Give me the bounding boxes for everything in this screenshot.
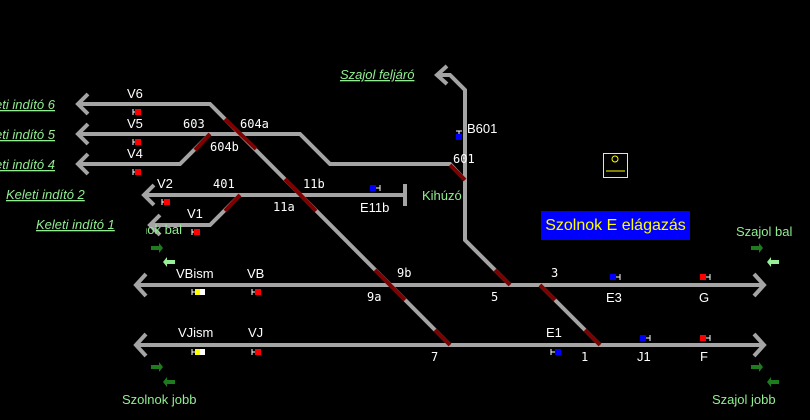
arrow-left-icon[interactable] — [163, 377, 175, 387]
signals — [132, 109, 711, 355]
switch-604a[interactable] — [223, 117, 258, 151]
signal-V6[interactable] — [132, 109, 141, 115]
switch-label: 601 — [453, 152, 475, 166]
switch-1[interactable] — [583, 328, 602, 347]
signal-label: V4 — [127, 146, 143, 161]
arrow-right-icon[interactable] — [151, 362, 163, 372]
link-szajol-feljaro[interactable]: Szajol feljáró — [340, 67, 414, 82]
direction-szajol-jobb: Szajol jobb — [712, 392, 776, 407]
switch-label: 3 — [551, 266, 558, 280]
signal-G[interactable] — [700, 274, 711, 280]
switch-401[interactable] — [223, 193, 242, 213]
switch-label: 7 — [431, 350, 438, 364]
arrow-left-icon — [75, 152, 90, 176]
link-keleti-indito-5[interactable]: Keleti indító 5 — [0, 127, 56, 142]
arrow-right-icon — [752, 272, 767, 298]
switch-label: 5 — [491, 290, 498, 304]
signal-label: G — [699, 290, 709, 305]
station-title: Szolnok E elágazás — [541, 211, 690, 240]
signal-label: V1 — [187, 206, 203, 221]
signal-V4[interactable] — [132, 169, 141, 175]
track-szajol-feljaro[interactable] — [440, 73, 512, 287]
signal-label: VBism — [176, 266, 214, 281]
switch-9[interactable] — [373, 268, 407, 302]
signal-VJ[interactable] — [251, 349, 261, 355]
arrow-right-icon — [752, 332, 767, 358]
link-keleti-indito-6[interactable]: Keleti indító 6 — [0, 97, 56, 112]
signal-V5[interactable] — [132, 139, 141, 145]
switch-label: 604a — [240, 117, 269, 131]
arrow-left-icon — [141, 183, 156, 207]
arrow-right-icon[interactable] — [751, 362, 763, 372]
signal-label: VB — [247, 266, 264, 281]
track-4[interactable] — [78, 132, 212, 166]
route-links: Keleti indító 6 Keleti indító 5 Keleti i… — [0, 67, 792, 407]
link-keleti-indito-1[interactable]: Keleti indító 1 — [36, 217, 115, 232]
arrow-left-icon — [434, 64, 449, 86]
arrow-left-icon — [147, 213, 162, 237]
signal-F[interactable] — [700, 335, 711, 341]
arrow-left-icon — [133, 272, 148, 298]
signal-label: V5 — [127, 116, 143, 131]
signal-V2[interactable] — [161, 199, 170, 205]
arrow-left-icon[interactable] — [767, 377, 779, 387]
switch-label: 603 — [183, 117, 205, 131]
link-keleti-indito-2[interactable]: Keleti indító 2 — [6, 187, 86, 202]
switch-label: 11a — [273, 200, 295, 214]
signal-label: F — [700, 349, 708, 364]
direction-kihuzo: Kihúzó — [422, 188, 462, 203]
signal-V1[interactable] — [191, 229, 200, 235]
signal-label: VJ — [248, 325, 263, 340]
arrow-left-icon — [75, 122, 90, 146]
signal-VB[interactable] — [251, 289, 261, 295]
switch-label: 401 — [213, 177, 235, 191]
switch-label: 9b — [397, 266, 411, 280]
switch-label: 1 — [581, 350, 588, 364]
switch-601[interactable] — [448, 163, 467, 182]
switch-5[interactable] — [493, 268, 512, 287]
switch-label: 604b — [210, 140, 239, 154]
direction-szolnok-bal: Szolnok bal — [146, 222, 182, 237]
signal-label: E11b — [360, 200, 389, 215]
direction-szolnok-bal-clip: Szolnok bal — [146, 222, 182, 238]
signal-label: J1 — [637, 349, 651, 364]
signal-label: V2 — [157, 176, 173, 191]
signal-label: VJism — [178, 325, 213, 340]
signal-VJism[interactable] — [191, 349, 205, 355]
switches — [193, 117, 602, 347]
signal-E3[interactable] — [610, 274, 621, 280]
direction-arrows — [151, 243, 779, 387]
arrow-right-icon[interactable] — [751, 243, 763, 253]
signal-B601[interactable] — [456, 130, 462, 140]
switch-label: 11b — [303, 177, 325, 191]
arrow-left-icon — [133, 332, 148, 358]
signal-label: E3 — [606, 290, 622, 305]
signal-E1[interactable] — [550, 349, 561, 355]
switch-7[interactable] — [433, 328, 452, 347]
switch-604b[interactable] — [193, 132, 212, 152]
arrow-left-icon — [75, 92, 90, 116]
direction-szajol-bal: Szajol bal — [736, 224, 792, 239]
arrow-left-icon[interactable] — [767, 257, 779, 267]
indicator-lamp-icon[interactable] — [603, 153, 628, 178]
signal-label: B601 — [467, 121, 497, 136]
signal-label: E1 — [546, 325, 562, 340]
switch-label: 9a — [367, 290, 381, 304]
signal-label: V6 — [127, 86, 143, 101]
arrow-right-icon[interactable] — [151, 243, 163, 253]
signal-labels: V6 V5 V4 V2 V1 B601 E11b VBism VB VJism … — [127, 86, 709, 364]
arrow-left-icon[interactable] — [163, 257, 175, 267]
track-6[interactable] — [78, 102, 452, 347]
link-keleti-indito-4[interactable]: Keleti indító 4 — [0, 157, 55, 172]
direction-szolnok-jobb: Szolnok jobb — [122, 392, 196, 407]
signal-VBism[interactable] — [191, 289, 205, 295]
switch-11[interactable] — [283, 177, 318, 213]
signal-E11b[interactable] — [370, 185, 381, 191]
switch-labels: 603 604a 604b 401 11b 11a 601 9b 9a 5 3 … — [183, 117, 588, 364]
switch-3[interactable] — [538, 283, 557, 302]
signal-J1[interactable] — [640, 335, 651, 341]
